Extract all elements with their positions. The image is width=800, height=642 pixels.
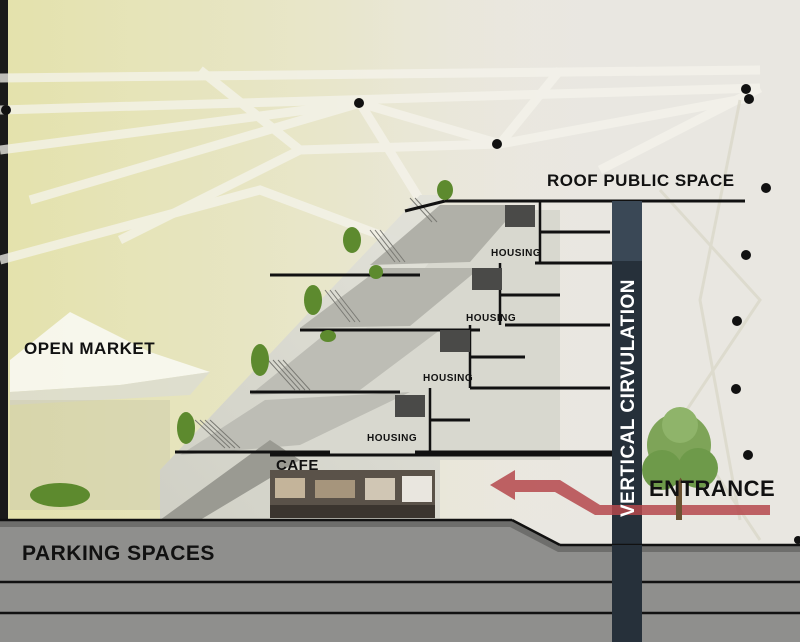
- entrance-arrow: [490, 470, 770, 515]
- housing-windows: [395, 205, 535, 417]
- housing-label: HOUSING: [423, 373, 474, 384]
- node: [741, 250, 751, 260]
- node: [1, 105, 11, 115]
- vertical-circulation-label: VERTICAL CIRVULATION: [618, 278, 639, 518]
- structure-nodes: [1, 84, 800, 544]
- market-tent: [10, 312, 210, 510]
- stairs: [194, 197, 438, 449]
- ground-and-parking: [0, 518, 800, 642]
- cafe-label: CAFE: [276, 457, 319, 474]
- node: [732, 316, 742, 326]
- node: [731, 384, 741, 394]
- node: [354, 98, 364, 108]
- roof-public-space-label: ROOF PUBLIC SPACE: [547, 171, 735, 190]
- structure-lines: [658, 99, 762, 541]
- core-below-grade: [612, 545, 642, 642]
- entrance-label: ENTRANCE: [649, 476, 776, 501]
- node: [761, 183, 771, 193]
- parking-spaces-label: PARKING SPACES: [22, 542, 215, 565]
- housing-label: HOUSING: [491, 248, 542, 259]
- housing-label: HOUSING: [466, 313, 517, 324]
- node: [794, 536, 800, 544]
- node: [744, 94, 754, 104]
- node: [741, 84, 751, 94]
- roof-truss: [0, 65, 763, 265]
- core-cap: [612, 201, 642, 261]
- housing-label: HOUSING: [367, 433, 418, 444]
- node: [492, 139, 502, 149]
- node: [743, 450, 753, 460]
- tree: [642, 407, 718, 520]
- planters: [30, 180, 453, 507]
- open-market-label: OPEN MARKET: [24, 339, 156, 358]
- cafe-interior: [270, 470, 435, 518]
- left-border: [0, 0, 8, 642]
